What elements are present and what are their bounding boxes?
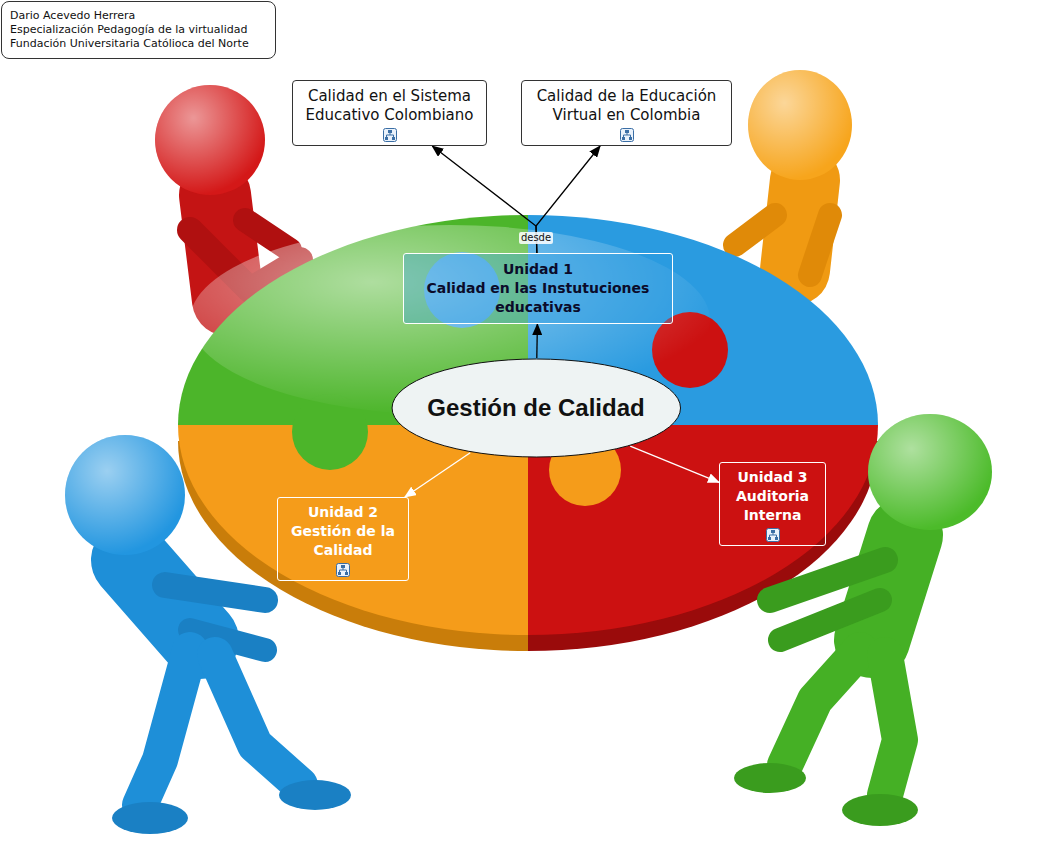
box-text: Auditoria Interna (724, 487, 821, 525)
central-ellipse: Gestión de Calidad (390, 358, 683, 458)
orange-figure (735, 70, 852, 275)
unit-heading: Unidad 1 (410, 260, 666, 279)
edge-label: desde (519, 232, 553, 244)
box-text: Calidad en las Instutuciones educativas (410, 279, 666, 317)
puzzle-table (178, 215, 878, 635)
connector-arrow (405, 453, 470, 497)
unit-heading: Unidad 2 (282, 503, 404, 522)
box-text: Especialización Pedagogía de la virtuali… (10, 23, 267, 37)
box-text: Dario Acevedo Herrera (10, 9, 267, 23)
connector-arrow (536, 324, 538, 358)
topic-box: Calidad en el Sistema Educativo Colombia… (292, 80, 487, 146)
map-icon (336, 563, 350, 577)
box-text: Gestión de la Calidad (282, 522, 404, 560)
box-text: Gestión de Calidad (427, 394, 644, 422)
unit-heading: Unidad 3 (724, 468, 821, 487)
box-text: Calidad en el Sistema Educativo Colombia… (299, 87, 480, 125)
unit-box: Unidad 1Calidad en las Instutuciones edu… (403, 253, 673, 324)
connector-arrow (630, 446, 719, 482)
box-text: Fundación Universitaria Católioca del No… (10, 37, 267, 51)
map-icon (620, 128, 634, 142)
unit-box: Unidad 2Gestión de la Calidad (277, 497, 409, 581)
topic-box: Calidad de la Educación Virtual en Colom… (521, 80, 732, 146)
unit-box: Unidad 3Auditoria Interna (719, 462, 826, 546)
map-icon (766, 528, 780, 542)
author-box: Dario Acevedo HerreraEspecialización Ped… (1, 1, 276, 59)
blue-figure (65, 435, 351, 834)
map-icon (383, 128, 397, 142)
box-text: Calidad de la Educación Virtual en Colom… (528, 87, 725, 125)
